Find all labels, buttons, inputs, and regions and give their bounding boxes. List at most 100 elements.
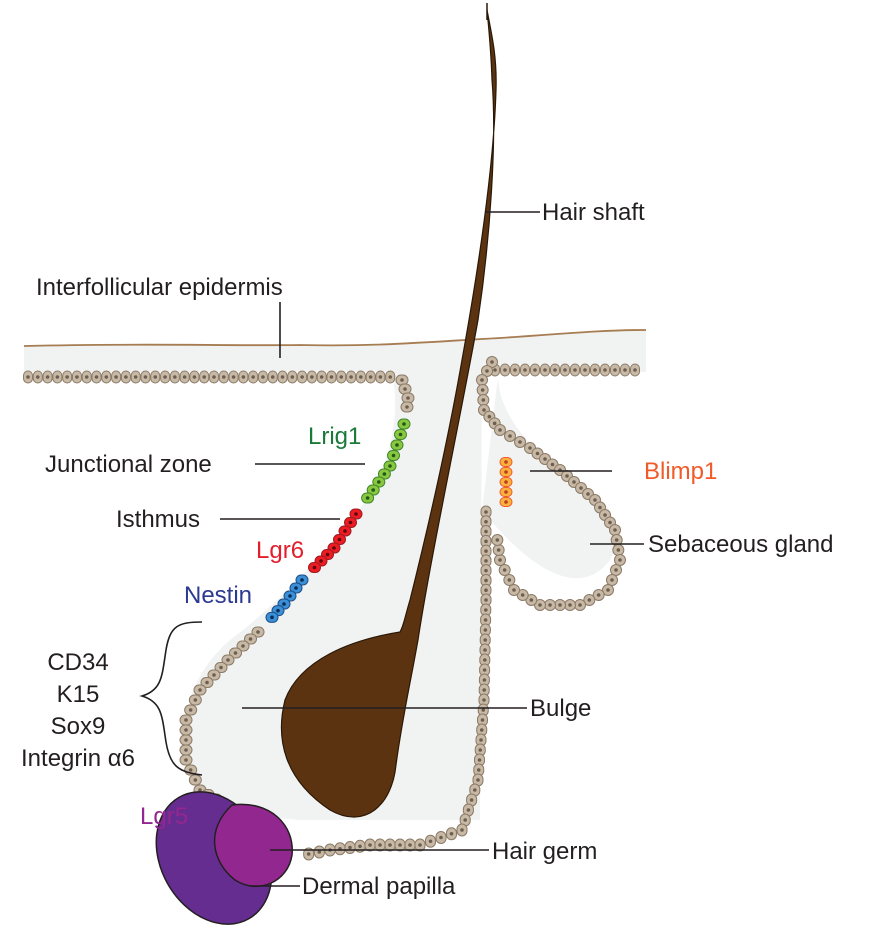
cell-nucleus: [483, 668, 487, 672]
cell-nucleus: [288, 594, 292, 598]
cell-nucleus: [354, 512, 358, 516]
cell-nucleus: [358, 844, 362, 848]
cell-nucleus: [488, 415, 492, 419]
cell-nucleus: [536, 452, 540, 456]
cell-nucleus: [400, 378, 404, 382]
cell-nucleus: [490, 360, 494, 364]
cell-nucleus: [163, 375, 167, 379]
cell-nucleus: [212, 673, 216, 677]
cell-nucleus: [481, 718, 485, 722]
cell-nucleus: [194, 778, 198, 782]
cell-nucleus: [548, 603, 552, 607]
marker-lrig1: Lrig1: [308, 423, 361, 450]
label-hair-shaft: Hair shaft: [542, 199, 645, 226]
cell-nucleus: [319, 559, 323, 563]
cell-nucleus: [485, 369, 489, 373]
cell-nucleus: [307, 852, 311, 856]
cell-nucleus: [377, 480, 381, 484]
cell-nucleus: [484, 598, 488, 602]
cell-nucleus: [36, 375, 40, 379]
cell-nucleus: [572, 480, 576, 484]
cell-nucleus: [504, 460, 508, 464]
cell-nucleus: [46, 375, 50, 379]
cell-nucleus: [473, 788, 477, 792]
cell-nucleus: [597, 593, 601, 597]
cell-nucleus: [476, 778, 480, 782]
cell-nucleus: [406, 396, 410, 400]
cell-nucleus: [558, 603, 562, 607]
cell-nucleus: [251, 375, 255, 379]
cell-nucleus: [338, 538, 342, 542]
cell-nucleus: [482, 698, 486, 702]
cell-nucleus: [408, 843, 412, 847]
cell-nucleus: [439, 836, 443, 840]
cell-nucleus: [212, 375, 216, 379]
cell-nucleus: [349, 521, 353, 525]
cell-nucleus: [369, 375, 373, 379]
cell-nucleus: [330, 375, 334, 379]
cell-nucleus: [484, 549, 488, 553]
cell-nucleus: [484, 510, 488, 514]
cell-nucleus: [504, 480, 508, 484]
label-junctional-zone: Junctional zone: [45, 451, 212, 478]
bulge-marker-integrin-a6: Integrin α6: [21, 745, 135, 772]
cell-nucleus: [467, 808, 471, 812]
cell-nucleus: [198, 688, 202, 692]
cell-nucleus: [202, 375, 206, 379]
cell-nucleus: [565, 474, 569, 478]
cell-nucleus: [603, 513, 607, 517]
cell-nucleus: [388, 375, 392, 379]
cell-nucleus: [105, 375, 109, 379]
cell-nucleus: [359, 375, 363, 379]
cell-nucleus: [184, 728, 188, 732]
cell-nucleus: [503, 568, 507, 572]
cell-nucleus: [184, 748, 188, 752]
cell-nucleus: [56, 375, 60, 379]
label-dermal-papilla: Dermal papilla: [302, 873, 456, 900]
cell-nucleus: [504, 500, 508, 504]
cell-nucleus: [348, 846, 352, 850]
cell-nucleus: [153, 375, 157, 379]
cell-nucleus: [310, 375, 314, 379]
cell-nucleus: [614, 568, 618, 572]
cell-nucleus: [26, 375, 30, 379]
cell-nucleus: [482, 408, 486, 412]
cell-nucleus: [598, 506, 602, 510]
cell-nucleus: [249, 637, 253, 641]
cell-nucleus: [114, 375, 118, 379]
cell-nucleus: [496, 538, 500, 542]
cell-nucleus: [291, 375, 295, 379]
cell-nucleus: [483, 658, 487, 662]
cell-nucleus: [579, 486, 583, 490]
cell-nucleus: [497, 548, 501, 552]
cell-nucleus: [379, 375, 383, 379]
cell-nucleus: [144, 375, 148, 379]
cell-nucleus: [613, 528, 617, 532]
cell-nucleus: [418, 843, 422, 847]
cell-nucleus: [521, 593, 525, 597]
marker-nestin: Nestin: [184, 582, 252, 609]
cell-nucleus: [603, 368, 607, 372]
cell-nucleus: [493, 368, 497, 372]
cell-nucleus: [388, 464, 392, 468]
cell-nucleus: [533, 368, 537, 372]
cell-nucleus: [478, 758, 482, 762]
cell-nucleus: [484, 559, 488, 563]
cell-nucleus: [508, 578, 512, 582]
cell-nucleus: [366, 496, 370, 500]
cell-nucleus: [606, 588, 610, 592]
cell-nucleus: [270, 616, 274, 620]
cell-nucleus: [482, 688, 486, 692]
marker-lgr5: Lgr5: [140, 803, 188, 830]
cell-nucleus: [480, 728, 484, 732]
cell-nucleus: [194, 698, 198, 702]
cell-nucleus: [219, 666, 223, 670]
cell-nucleus: [261, 375, 265, 379]
cell-nucleus: [484, 588, 488, 592]
cell-nucleus: [484, 540, 488, 544]
cell-nucleus: [134, 375, 138, 379]
cell-nucleus: [483, 648, 487, 652]
cell-nucleus: [588, 598, 592, 602]
cell-nucleus: [493, 422, 497, 426]
cell-nucleus: [450, 832, 454, 836]
